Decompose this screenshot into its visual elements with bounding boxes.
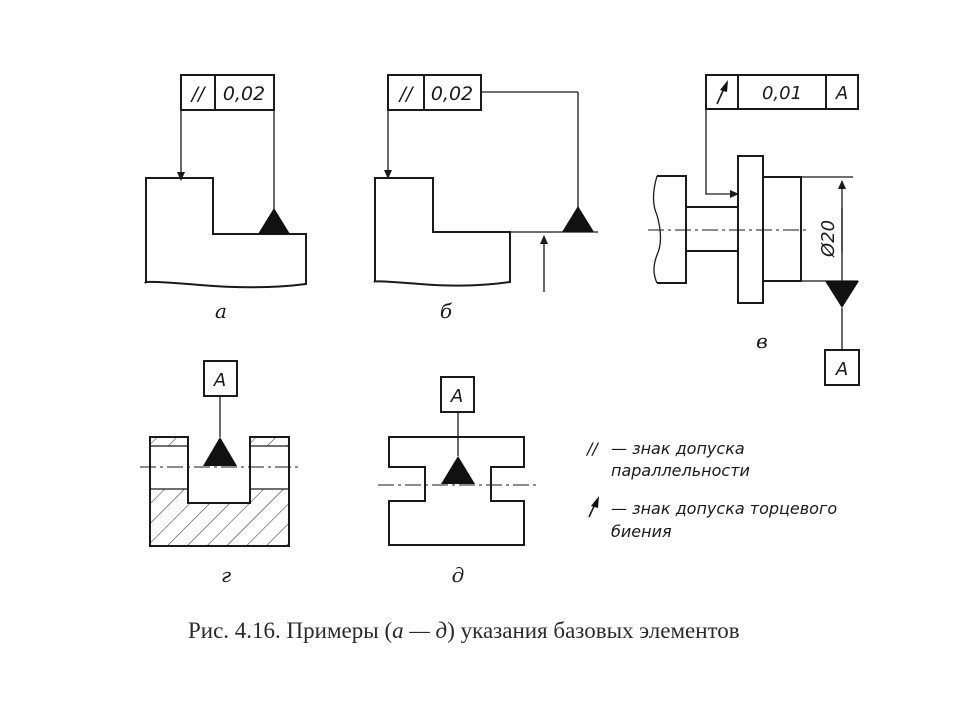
datum-box: [440, 376, 475, 413]
tolerance-frame-b: [387, 74, 482, 111]
part-outline: [373, 177, 511, 287]
legend-runout-line2: биения: [611, 522, 672, 541]
datum-letter: A: [213, 370, 226, 391]
datum-triangle: [203, 437, 237, 466]
datum-triangle: [441, 456, 475, 484]
datum-box: [824, 349, 860, 386]
diameter-label: Ø20: [818, 220, 839, 258]
tolerance-value: 0,01: [762, 83, 802, 104]
tolerance-value: 0,02: [223, 83, 265, 105]
figure-a: // 0,02: [144, 74, 307, 289]
figure-label-a: а: [215, 299, 227, 323]
part-outline: [149, 436, 290, 547]
figure-label-b: б: [440, 299, 453, 323]
figure-label-g: г: [221, 563, 231, 587]
shaft: [685, 206, 739, 252]
figure-label-d: д: [452, 563, 465, 587]
tolerance-frame-a: [180, 74, 275, 111]
datum-triangle: [562, 206, 594, 232]
part-outline: [144, 177, 307, 289]
datum-letter: A: [450, 386, 463, 407]
figure-label-v: в: [756, 329, 768, 353]
caption-suffix: ) указания базовых элементов: [447, 618, 740, 643]
hatched-strip-right: [250, 437, 289, 446]
runout-arrow-icon: [588, 496, 599, 518]
datum-triangle: [258, 208, 290, 234]
datum-box: [203, 360, 238, 397]
datum-letter: A: [835, 83, 848, 104]
figure-caption: Рис. 4.16. Примеры (а — д) указания базо…: [188, 618, 740, 643]
part-outline: [388, 436, 525, 546]
hatched-section: [150, 489, 289, 546]
legend-parallel-line1: — знак допуска: [611, 439, 745, 458]
parallel-symbol: //: [190, 83, 207, 105]
legend-parallel-symbol: //: [585, 439, 599, 458]
legend-runout-line1: — знак допуска торцевого: [611, 499, 837, 518]
datum-triangle: [825, 281, 859, 308]
caption-letters: а — д: [392, 618, 447, 643]
legend-parallel-line2: параллельности: [611, 461, 750, 480]
legend: // — знак допуска параллельности — знак …: [585, 439, 837, 541]
hatched-strip-left: [150, 437, 188, 446]
runout-arrow-icon: [716, 80, 728, 105]
figure-b: // 0,02: [373, 74, 598, 292]
caption-prefix: Рис. 4.16. Примеры (: [188, 618, 392, 643]
tolerance-frame-v: [705, 74, 859, 110]
break-line: [652, 175, 662, 284]
parallel-symbol: //: [398, 83, 415, 105]
figure-g: A: [140, 360, 300, 547]
datum-letter: A: [835, 359, 848, 380]
tolerance-value: 0,02: [431, 83, 473, 105]
right-body: [762, 176, 802, 282]
figure-d: A: [378, 376, 540, 546]
leader-arrow: [705, 109, 739, 198]
figure-v: 0,01 A A: [648, 74, 860, 386]
